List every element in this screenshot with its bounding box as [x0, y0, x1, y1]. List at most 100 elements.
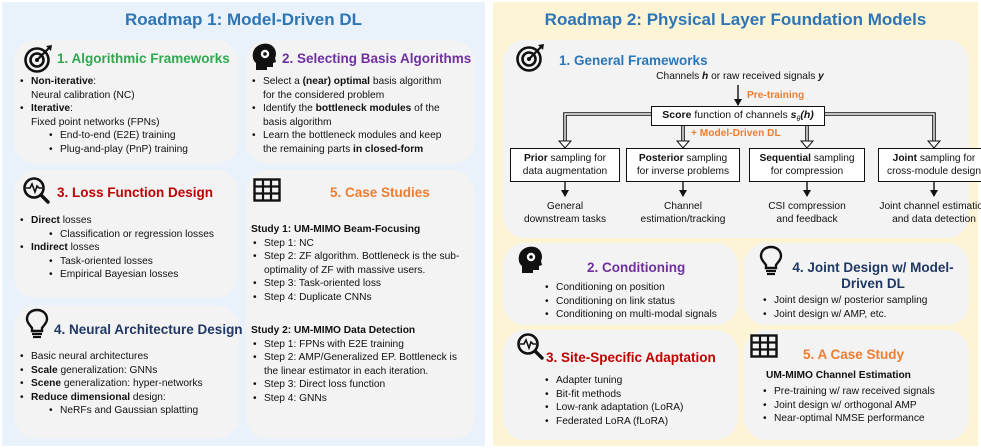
list-item: Identify the bottleneck modules of the: [250, 102, 441, 116]
head-gear-icon: [252, 43, 276, 70]
list-item: Pre-training w/ raw received signals: [761, 385, 935, 399]
selecting-basis-algorithms-list: Select a (near) optimal basis algorithmf…: [250, 75, 441, 157]
study-1-title: Study 1: UM-MIMO Beam-Focusing: [251, 224, 421, 235]
neural-architecture-design-list: Basic neural architecturesScale generali…: [18, 350, 203, 418]
list-item: basis algorithm: [263, 116, 332, 128]
joint-design-box: 4. Joint Design w/ Model- Driven DL Join…: [744, 243, 969, 325]
list-item: Conditioning on multi-modal signals: [543, 308, 717, 322]
general-frameworks-box: 1. General Frameworks: [503, 40, 981, 238]
study-step: Step 3: Direct loss function: [251, 378, 470, 392]
list-item: Joint design w/ AMP, etc.: [761, 308, 927, 322]
list-item: Iterative:: [18, 102, 188, 116]
score-function-box: Score function of channels sθ(h): [651, 106, 825, 126]
list-item: Joint design w/ posterior sampling: [761, 294, 927, 308]
roadmap-1-panel: Roadmap 1: Model-Driven DL 1. Algorithmi…: [2, 2, 485, 446]
lightbulb-icon: [759, 245, 783, 276]
list-item: Adapter tuning: [543, 374, 683, 388]
table-icon: [253, 178, 281, 202]
list-item: Joint design w/ orthogonal AMP: [761, 399, 935, 413]
magnifier-pulse-icon: [517, 333, 544, 360]
list-item: Bit-fit methods: [543, 388, 683, 402]
study-step: Step 1: NC: [251, 237, 470, 251]
study-1: Study 1: UM-MIMO Beam-Focusing Step 1: N…: [251, 223, 470, 305]
loss-function-design-list: Direct lossesClassification or regressio…: [18, 214, 214, 282]
loss-function-design-title: 3. Loss Function Design: [57, 185, 214, 200]
list-item: Fixed point networks (FPNs): [31, 116, 160, 128]
site-specific-adaptation-title: 3. Site-Specific Adaptation: [546, 350, 716, 365]
joint-design-list: Joint design w/ posterior samplingJoint …: [761, 294, 927, 321]
list-item: Scene generalization: hyper-networks: [18, 377, 203, 391]
algorithmic-frameworks-title: 1. Algorithmic Frameworks: [57, 51, 230, 66]
study-step: Step 3: Task-oriented loss: [251, 277, 470, 291]
conditioning-box: 2. Conditioning Conditioning on position…: [503, 243, 738, 325]
frameworks-diagram-arrows: [557, 85, 942, 197]
list-item: Empirical Bayesian losses: [18, 268, 214, 282]
target-icon: [516, 44, 544, 72]
list-item: Low-rank adaptation (LoRA): [543, 401, 683, 415]
magnifier-pulse-icon: [23, 177, 50, 204]
neural-architecture-design-box: 4. Neural Architecture Design Basic neur…: [14, 305, 243, 439]
study-step: Step 2: AMP/Generalized EP. Bottleneck i…: [251, 351, 470, 378]
study-step: Step 4: Duplicate CNNs: [251, 291, 470, 305]
roadmap-1-title: Roadmap 1: Model-Driven DL: [124, 10, 363, 29]
study-step: Step 1: FPNs with E2E training: [251, 338, 470, 352]
loss-function-design-box: 3. Loss Function Design Direct lossesCla…: [14, 170, 238, 298]
joint-design-title: 4. Joint Design w/ Model- Driven DL: [792, 260, 954, 291]
list-item: Select a (near) optimal basis algorithm: [250, 75, 441, 89]
roadmap-2-panel: Roadmap 2: Physical Layer Foundation Mod…: [493, 2, 981, 446]
case-studies-box: 5. Case Studies Study 1: UM-MIMO Beam-Fo…: [246, 170, 475, 439]
list-item: for the considered problem: [263, 89, 385, 101]
case-studies-title: 5. Case Studies: [330, 185, 430, 200]
lightbulb-icon: [25, 308, 49, 339]
list-item: Learn the bottleneck modules and keep: [250, 129, 441, 143]
study-2-title: Study 2: UM-MIMO Data Detection: [251, 325, 416, 336]
algorithmic-frameworks-box: 1. Algorithmic Frameworks Non-iterative:…: [14, 40, 238, 164]
list-item: the remaining parts in closed-form: [263, 143, 424, 155]
conditioning-list: Conditioning on positionConditioning on …: [543, 281, 717, 322]
list-item: NeRFs and Gaussian splatting: [18, 404, 203, 418]
conditioning-title: 2. Conditioning: [587, 260, 686, 275]
case-study-title: 5. A Case Study: [803, 347, 905, 362]
neural-architecture-design-title: 4. Neural Architecture Design: [54, 322, 243, 337]
list-item: Reduce dimensional design:: [18, 391, 203, 405]
selecting-basis-algorithms-title: 2. Selecting Basis Algorithms: [282, 51, 472, 66]
list-item: Conditioning on position: [543, 281, 717, 295]
case-study-box: 5. A Case Study UM-MIMO Channel Estimati…: [744, 330, 969, 440]
model-driven-dl-label: + Model-Driven DL: [691, 128, 781, 139]
list-item: Task-oriented losses: [18, 255, 214, 269]
input-channels-text: Channels h or raw received signals y: [656, 71, 824, 82]
list-item: Scale generalization: GNNs: [18, 364, 203, 378]
head-gear-icon: [518, 246, 542, 273]
study-step: Step 4: GNNs: [251, 392, 470, 406]
general-frameworks-title: 1. General Frameworks: [559, 53, 708, 68]
selecting-basis-algorithms-box: 2. Selecting Basis Algorithms Select a (…: [246, 40, 475, 164]
list-item: Plug-and-play (PnP) training: [18, 143, 188, 157]
list-item: Classification or regression losses: [18, 228, 214, 242]
list-item: Near-optimal NMSE performance: [761, 412, 935, 426]
list-item: Indirect losses: [18, 241, 214, 255]
roadmap-2-title: Roadmap 2: Physical Layer Foundation Mod…: [544, 10, 927, 29]
pre-training-label: Pre-training: [747, 90, 805, 101]
site-specific-adaptation-box: 3. Site-Specific Adaptation Adapter tuni…: [503, 330, 738, 440]
list-item: End-to-end (E2E) training: [18, 129, 188, 143]
study-step: Step 2: ZF algorithm. Bottleneck is the …: [251, 250, 470, 277]
case-study-subtitle: UM-MIMO Channel Estimation: [766, 370, 911, 381]
target-icon: [24, 45, 52, 73]
list-item: Federated LoRA (fLoRA): [543, 415, 683, 429]
list-item: Non-iterative:: [18, 75, 188, 89]
case-study-list: Pre-training w/ raw received signalsJoin…: [761, 385, 935, 426]
list-item: Basic neural architectures: [18, 350, 203, 364]
site-specific-adaptation-list: Adapter tuningBit-fit methodsLow-rank ad…: [543, 374, 683, 428]
table-icon: [750, 334, 778, 358]
study-2: Study 2: UM-MIMO Data Detection Step 1: …: [251, 324, 470, 406]
algorithmic-frameworks-list: Non-iterative:Neural calibration (NC)Ite…: [18, 75, 188, 157]
list-item: Neural calibration (NC): [31, 89, 135, 101]
